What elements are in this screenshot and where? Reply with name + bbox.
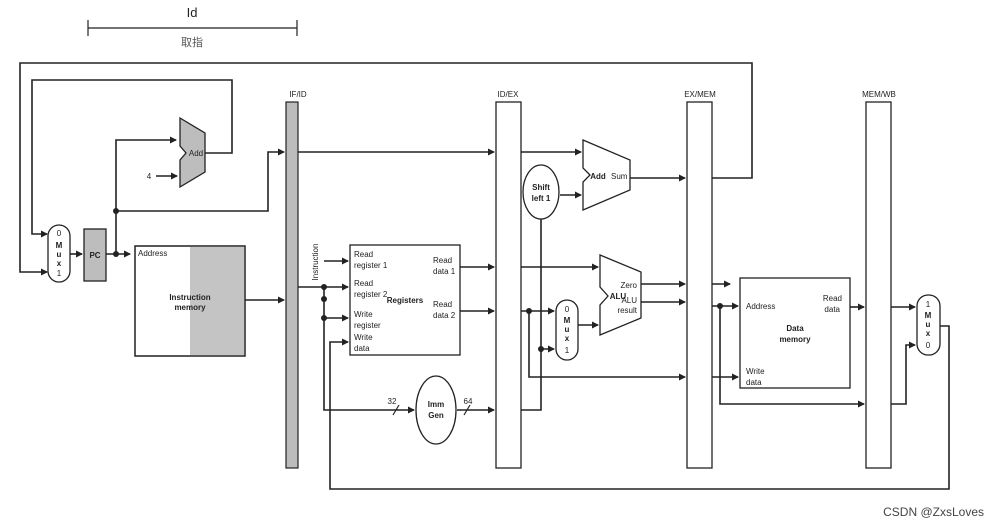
regs-read-data1-l2: data 1 — [433, 267, 456, 276]
stage-subtitle: 取指 — [181, 35, 203, 49]
alu-zero: Zero — [621, 281, 638, 290]
dmem-address: Address — [746, 302, 775, 311]
regs-read-reg2-l2: register 2 — [354, 290, 388, 299]
if-id-label: IF/ID — [289, 90, 307, 99]
wb-mux-x: x — [926, 329, 931, 338]
wires — [19, 62, 950, 490]
dmem-write-l1: Write — [746, 367, 765, 376]
pc-mux — [47, 224, 71, 283]
imem-name-line1: Instruction — [169, 293, 210, 302]
wb-mux-input-0: 0 — [926, 341, 931, 350]
shift-line2: left 1 — [532, 194, 551, 203]
regs-write-data-l1: Write — [354, 333, 373, 342]
regs-write-data-l2: data — [354, 344, 370, 353]
instruction-label: Instruction — [311, 244, 320, 281]
regs-read-reg1-l1: Read — [354, 250, 373, 259]
alu-result-l1: ALU — [621, 296, 637, 305]
wb-mux-input-1: 1 — [926, 300, 931, 309]
alu-mux-input-0: 0 — [565, 305, 570, 314]
regs-name: Registers — [387, 296, 424, 305]
regs-read-data2-l1: Read — [433, 300, 452, 309]
alu-mux-input-1: 1 — [565, 346, 570, 355]
data-memory — [739, 277, 851, 389]
alu-label: ALU — [610, 292, 627, 301]
regs-write-reg-l2: register — [354, 321, 381, 330]
regs-read-data1-l1: Read — [433, 256, 452, 265]
instruction-memory-shade — [190, 246, 245, 356]
imm-gen-out-bits: 64 — [464, 397, 473, 406]
ex-mem-label: EX/MEM — [684, 90, 716, 99]
alu-mux-x: x — [565, 334, 570, 343]
mem-wb-label: MEM/WB — [862, 90, 896, 99]
id-ex-register — [495, 101, 522, 469]
regs-read-reg2-l1: Read — [354, 279, 373, 288]
pc-mux-input-1: 1 — [57, 269, 62, 278]
wb-mux-m: M — [925, 311, 932, 320]
regs-read-reg1-l2: register 1 — [354, 261, 388, 270]
branch-adder-label: Add — [590, 172, 606, 181]
regs-read-data2-l2: data 2 — [433, 311, 456, 320]
id-ex-label: ID/EX — [498, 90, 520, 99]
ex-mem-register — [686, 101, 713, 469]
pc-mux-input-0: 0 — [57, 229, 62, 238]
constant-four: 4 — [147, 172, 152, 181]
regs-write-reg-l1: Write — [354, 310, 373, 319]
imm-gen — [415, 375, 457, 445]
shift-left-unit — [522, 164, 560, 220]
wb-mux — [916, 294, 941, 356]
imm-gen-in-bits: 32 — [388, 397, 397, 406]
alu-mux-m: M — [564, 316, 571, 325]
register-file — [349, 244, 461, 356]
wb-mux-u: u — [926, 320, 931, 329]
branch-adder — [582, 139, 631, 211]
pc-mux-m: M — [56, 241, 63, 250]
dmem-name-l1: Data — [786, 324, 804, 333]
branch-adder-sum: Sum — [611, 172, 628, 181]
stage-title: Id — [187, 5, 198, 20]
imm-gen-line1: Imm — [428, 400, 444, 409]
dmem-read-l2: data — [824, 305, 840, 314]
alu-mux-u: u — [565, 325, 570, 334]
mem-wb-register — [865, 101, 892, 469]
stage-header: Id 取指 — [87, 5, 298, 49]
pc-adder — [179, 116, 206, 189]
dmem-read-l1: Read — [823, 294, 842, 303]
pc-mux-x: x — [57, 259, 62, 268]
pc-mux-u: u — [57, 250, 62, 259]
if-id-register — [285, 101, 299, 469]
alu-result-l2: result — [617, 306, 637, 315]
pc-register — [83, 228, 107, 282]
imm-gen-line2: Gen — [428, 411, 444, 420]
watermark: CSDN @ZxsLoves — [883, 505, 984, 519]
dmem-name-l2: memory — [779, 335, 811, 344]
alu — [599, 254, 642, 336]
imem-name-line2: memory — [174, 303, 206, 312]
pc-adder-label: Add — [189, 149, 203, 158]
junction-dots — [113, 208, 723, 352]
imem-address-label: Address — [138, 249, 167, 258]
dmem-write-l2: data — [746, 378, 762, 387]
pc-label: PC — [89, 251, 100, 260]
alu-mux — [555, 299, 579, 361]
shift-line1: Shift — [532, 183, 550, 192]
